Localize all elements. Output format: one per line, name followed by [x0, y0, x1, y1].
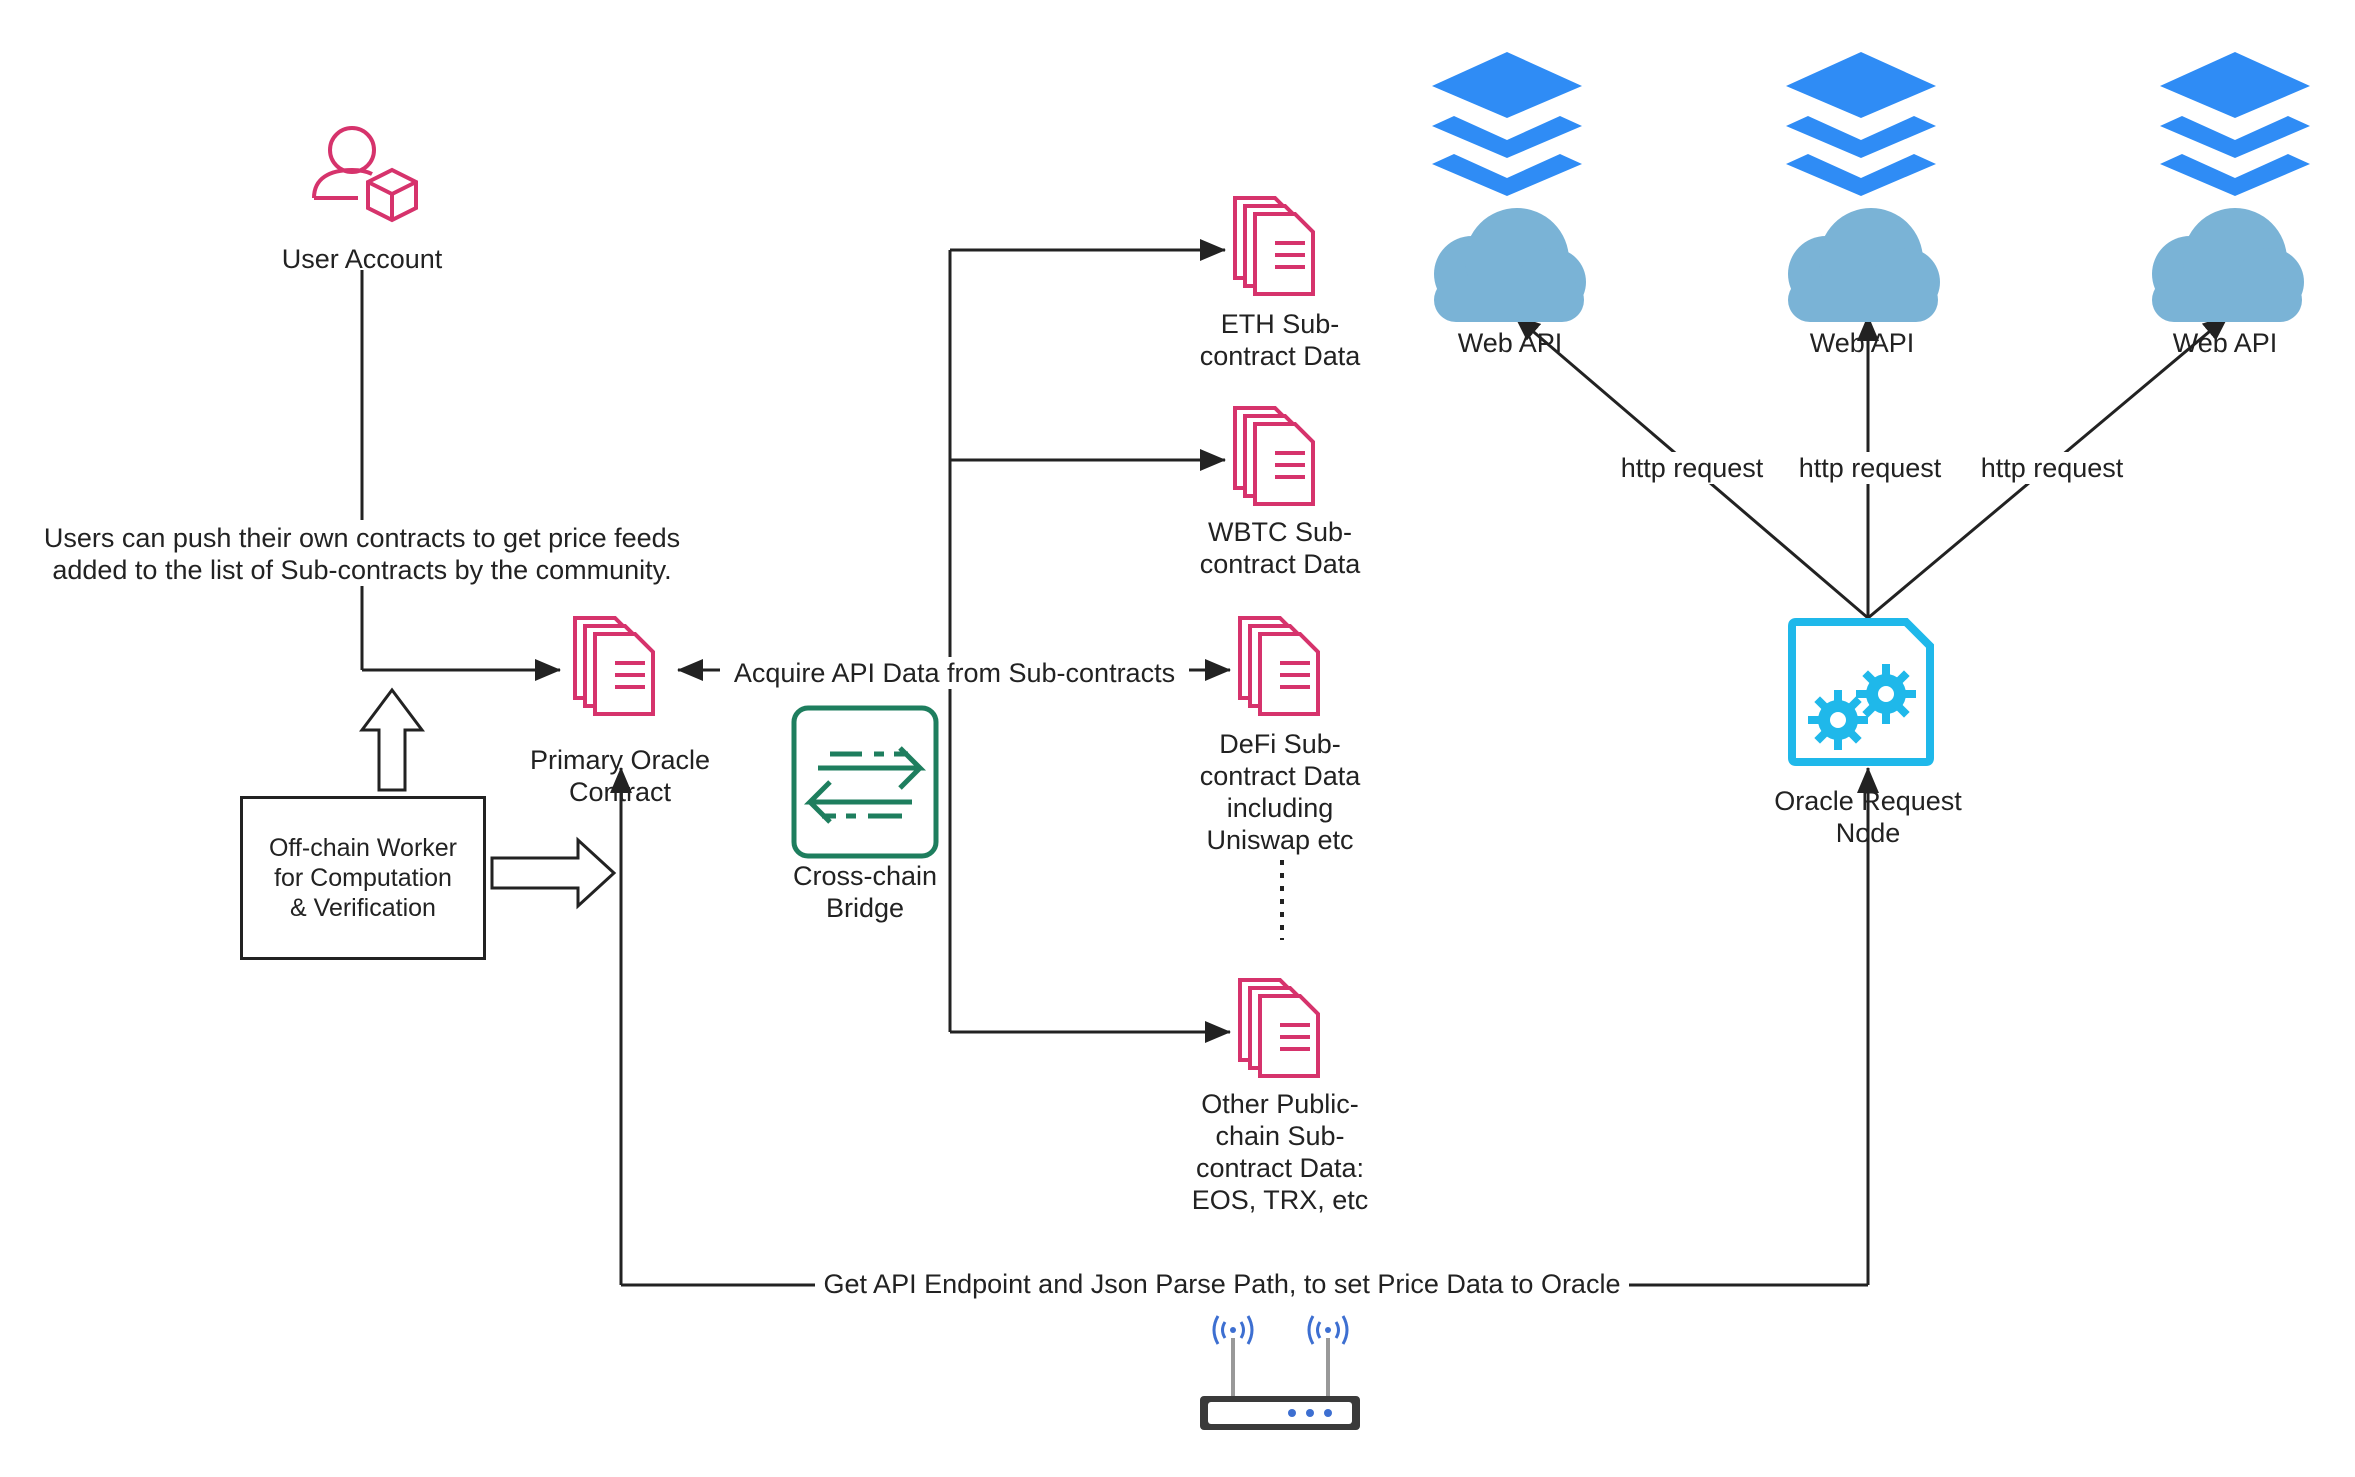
documents-icon-other — [1238, 978, 1320, 1078]
web-api-3-label: Web API — [2172, 328, 2278, 358]
gear-document-icon — [1788, 618, 1934, 766]
offchain-worker-box: Off-chain Worker for Computation & Verif… — [240, 796, 486, 960]
router-icon — [1200, 1315, 1360, 1430]
hollow-arrow-up — [359, 687, 425, 792]
http-request-2-label: http request — [1788, 452, 1952, 484]
user-note: Users can push their own contracts to ge… — [20, 522, 704, 586]
hollow-arrow-right — [490, 836, 617, 910]
primary-oracle-label: Primary Oracle Contract — [529, 745, 711, 807]
wbtc-sub-label: WBTC Sub- contract Data — [1199, 517, 1361, 579]
web-api-2-label: Web API — [1809, 328, 1915, 358]
user-cube-icon — [312, 126, 418, 223]
documents-icon-eth — [1233, 196, 1315, 296]
eth-sub-label: ETH Sub- contract Data — [1199, 309, 1361, 371]
other-sub-label: Other Public- chain Sub- contract Data: … — [1191, 1089, 1369, 1215]
stacked-layers-icon-2 — [1786, 52, 1936, 196]
documents-icon-defi — [1238, 616, 1320, 716]
documents-icon-wbtc — [1233, 406, 1315, 506]
http-request-1-label: http request — [1610, 452, 1774, 484]
stacked-layers-icon-1 — [1432, 52, 1582, 196]
stacked-layers-icon-3 — [2160, 52, 2310, 196]
cross-chain-bridge-label: Cross-chain Bridge — [792, 861, 938, 923]
cloud-icon-3 — [2152, 208, 2304, 322]
edge-get-api-label: Get API Endpoint and Json Parse Path, to… — [815, 1268, 1629, 1300]
edge-acquire-label: Acquire API Data from Sub-contracts — [720, 657, 1189, 689]
defi-sub-label: DeFi Sub- contract Data including Uniswa… — [1199, 729, 1361, 855]
hollow-arrows — [359, 687, 617, 910]
oracle-request-node-label: Oracle Request Node — [1774, 786, 1962, 848]
offchain-worker-label: Off-chain Worker for Computation & Verif… — [268, 834, 458, 922]
web-api-1-label: Web API — [1457, 328, 1563, 358]
exchange-arrows-icon — [791, 705, 939, 859]
user-account-label: User Account — [281, 244, 443, 274]
cloud-icon-2 — [1788, 208, 1940, 322]
documents-icon-primary — [573, 616, 655, 716]
http-request-3-label: http request — [1970, 452, 2134, 484]
cloud-icon-1 — [1434, 208, 1586, 322]
